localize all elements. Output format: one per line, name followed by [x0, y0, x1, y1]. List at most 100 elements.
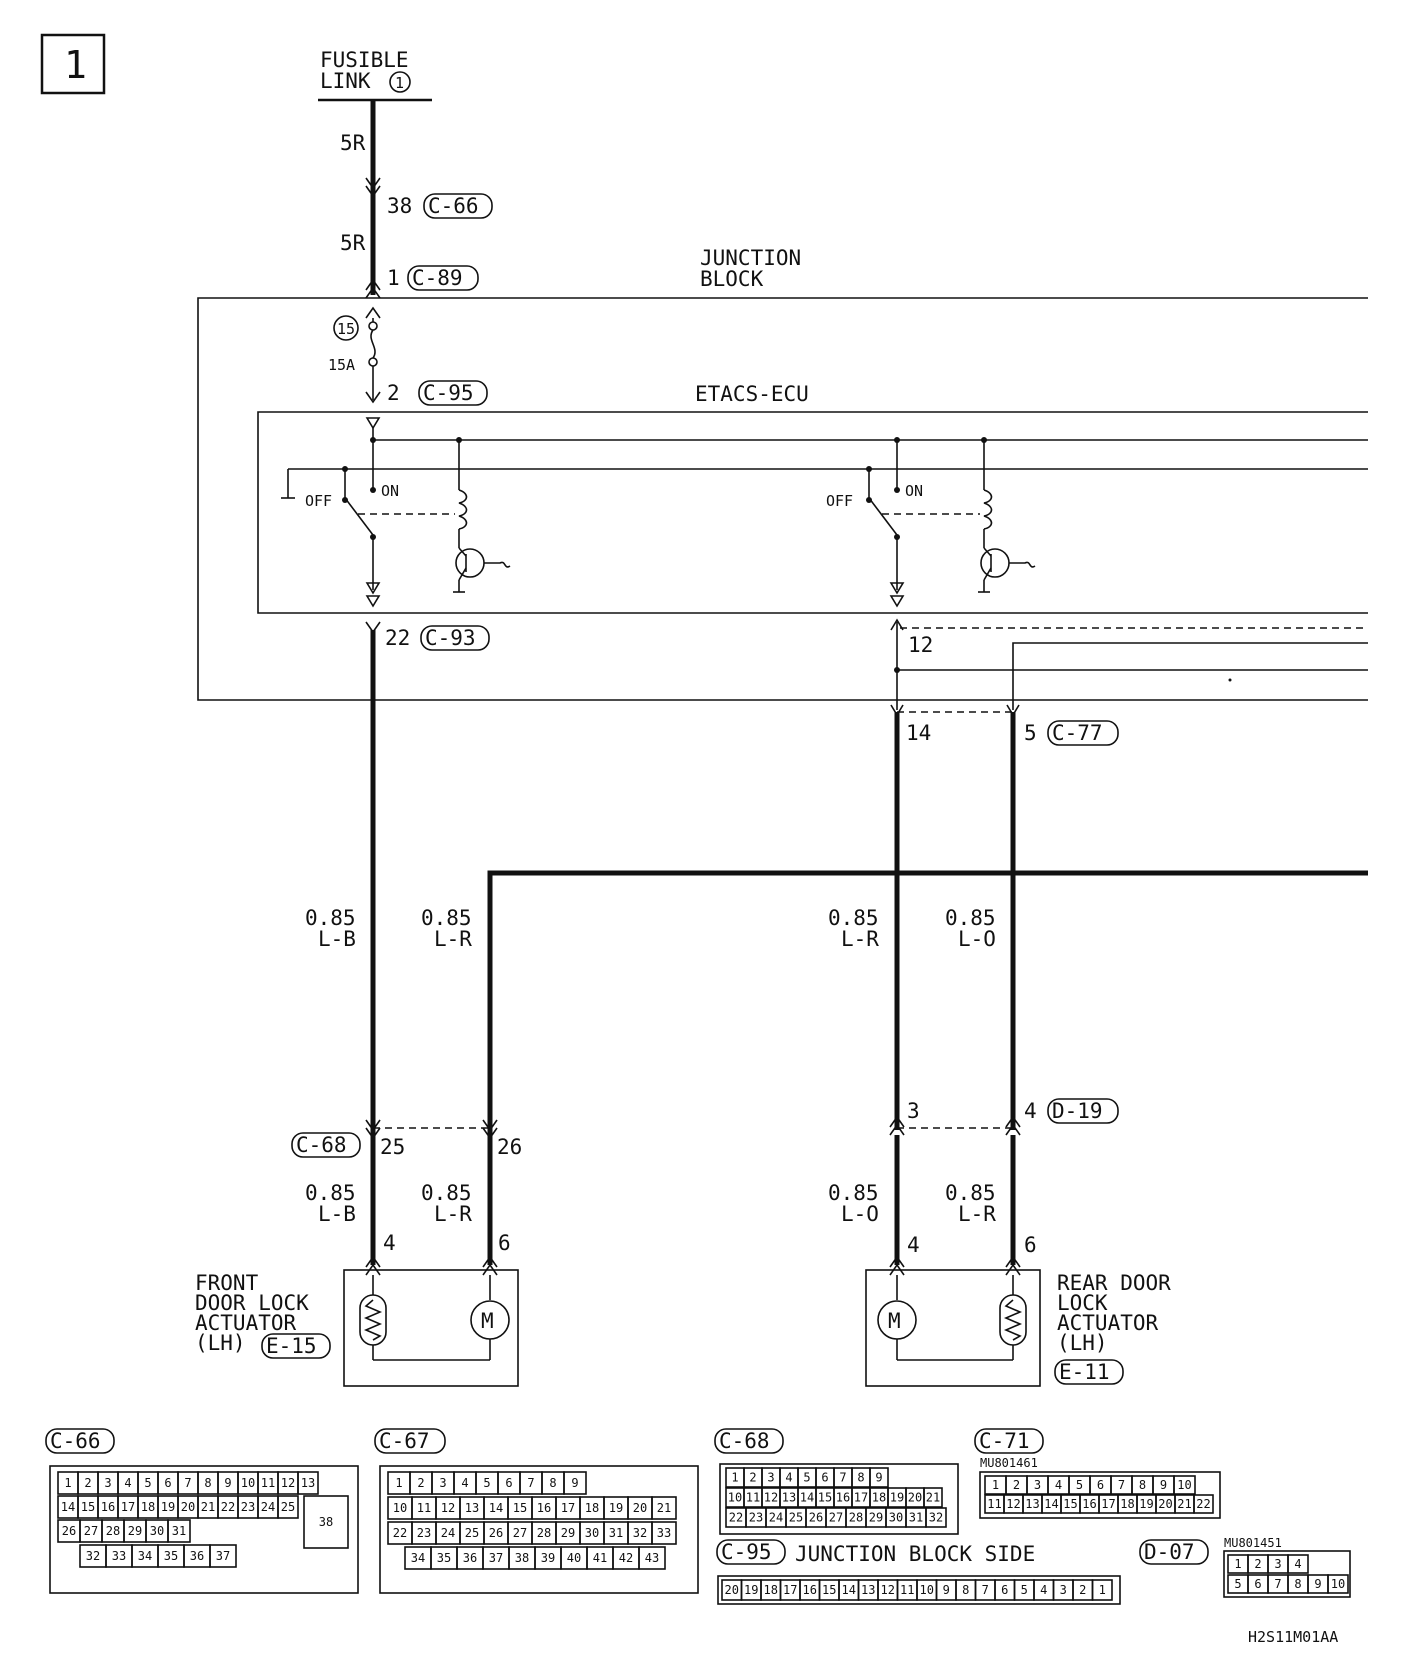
pin-label: 30: [889, 1511, 903, 1525]
pin-label: 15: [1063, 1497, 1077, 1511]
pin-label: 11: [417, 1501, 431, 1515]
pin-label: 1: [731, 1471, 738, 1485]
pin-label: 19: [744, 1583, 758, 1597]
pin-label: 30: [150, 1524, 164, 1538]
pin-label: 26: [62, 1524, 76, 1538]
pin-label: 6: [164, 1476, 171, 1490]
rear-pin-6: 6: [1024, 1233, 1037, 1257]
pin-label: 13: [465, 1501, 479, 1515]
pin-label: 19: [1139, 1497, 1153, 1511]
pin-label: 4: [1040, 1583, 1047, 1597]
pin-label: 20: [725, 1583, 739, 1597]
pin-label: 22: [729, 1511, 743, 1525]
wire-color-5r-top: 5R: [340, 131, 366, 155]
c77-connector-label: C-77: [1052, 721, 1103, 745]
pin-label-38: 38: [319, 1515, 333, 1529]
relay-right: OFF ON: [826, 437, 1036, 608]
d19-pin-4: 4: [1024, 1099, 1037, 1123]
pin-cell: [1173, 1475, 1196, 1495]
pin-label: 13: [301, 1476, 315, 1490]
pin-label: 18: [872, 1491, 886, 1505]
junction-block-label: JUNCTION: [700, 246, 801, 270]
pin-label: 20: [633, 1501, 647, 1515]
c95-connector-label: C-95: [423, 381, 474, 405]
pin-label: 9: [875, 1471, 882, 1485]
front-actuator-label-2: DOOR LOCK: [195, 1291, 309, 1315]
pin-label: 27: [84, 1524, 98, 1538]
rear-actuator-connector: E-11: [1059, 1360, 1110, 1384]
pin-label: 4: [1294, 1557, 1301, 1571]
w2-color: L-R: [434, 927, 472, 951]
pin-label: 24: [769, 1511, 783, 1525]
relay-left-off: OFF: [305, 492, 332, 510]
pin-label: 23: [241, 1500, 255, 1514]
fusible-link-number-circle: [389, 71, 411, 93]
c89-pin: 1: [387, 266, 400, 290]
pin-label: 10: [393, 1501, 407, 1515]
pin-label: 2: [1079, 1583, 1086, 1597]
pin-label: 12: [441, 1501, 455, 1515]
pin-label: 6: [821, 1471, 828, 1485]
pin-label: 16: [537, 1501, 551, 1515]
pin-label: 3: [1034, 1478, 1041, 1492]
pin-cell: [925, 1507, 947, 1528]
pin-label: 14: [1044, 1497, 1058, 1511]
pin-label: 10: [728, 1491, 742, 1505]
pin-cell: [1287, 1554, 1309, 1574]
pin-cell: [651, 1496, 677, 1520]
c66-connector-label: C-66: [428, 194, 479, 218]
pin-label: 16: [836, 1491, 850, 1505]
c68-view-label: C-68: [719, 1429, 770, 1453]
pin-cell: [563, 1471, 587, 1495]
pin-label: 3: [767, 1471, 774, 1485]
front-actuator-label-3: ACTUATOR: [195, 1311, 297, 1335]
solenoid-icon: [999, 1294, 1027, 1346]
pin-label: 7: [839, 1471, 846, 1485]
pin-label: 5: [1234, 1577, 1241, 1591]
pin-label: 36: [190, 1549, 204, 1563]
pin-label: 21: [657, 1501, 671, 1515]
wire-l-r-bus: [487, 870, 1368, 1135]
pin-label: 29: [561, 1526, 575, 1540]
pin-label: 28: [106, 1524, 120, 1538]
pin-label: 24: [441, 1526, 455, 1540]
front-door-lock-actuator: 4 6 M FRONT DOOR LOCK ACTUATOR (LH) E-15: [195, 1231, 519, 1387]
pin-label: 6: [1001, 1583, 1008, 1597]
c66-pin: 38: [387, 194, 412, 218]
pin-label: 4: [124, 1476, 131, 1490]
pin-label: 17: [854, 1491, 868, 1505]
page-number-box: 1: [40, 33, 106, 95]
pin-label: 16: [803, 1583, 817, 1597]
pin-label: 11: [900, 1583, 914, 1597]
c77-pin: 5: [1024, 721, 1037, 745]
pin-label: 1: [395, 1476, 402, 1490]
pin-label: 41: [593, 1551, 607, 1565]
c68-pin-25: 25: [380, 1135, 405, 1159]
c95-view-label: C-95: [721, 1540, 772, 1564]
pin-label: 12: [1006, 1497, 1020, 1511]
pin-label: 25: [789, 1511, 803, 1525]
rear-motor-label: M: [888, 1309, 901, 1333]
pin-label: 10: [1177, 1478, 1191, 1492]
pin-label: 9: [943, 1583, 950, 1597]
rear-door-lock-actuator: 4 6 M REAR DOOR LOCK ACTUATOR (LH) E-11: [865, 1233, 1171, 1387]
pin-label: 20: [908, 1491, 922, 1505]
pin-label: 1: [992, 1478, 999, 1492]
pin-label: 31: [909, 1511, 923, 1525]
connector-arrow-c66: [365, 177, 381, 198]
pin-label: 7: [184, 1476, 191, 1490]
pin-label: 5: [1021, 1583, 1028, 1597]
pin-label: 22: [1196, 1497, 1210, 1511]
rear-actuator-label-4: (LH): [1057, 1331, 1108, 1355]
pin-cell: [167, 1519, 191, 1543]
pin-label: 32: [86, 1549, 100, 1563]
pin-label: 35: [164, 1549, 178, 1563]
d19-connector-label: D-19: [1052, 1099, 1103, 1123]
pin-label: 12: [764, 1491, 778, 1505]
w2-size: 0.85: [421, 906, 472, 930]
pin-label: 34: [138, 1549, 152, 1563]
pin-label: 36: [463, 1551, 477, 1565]
